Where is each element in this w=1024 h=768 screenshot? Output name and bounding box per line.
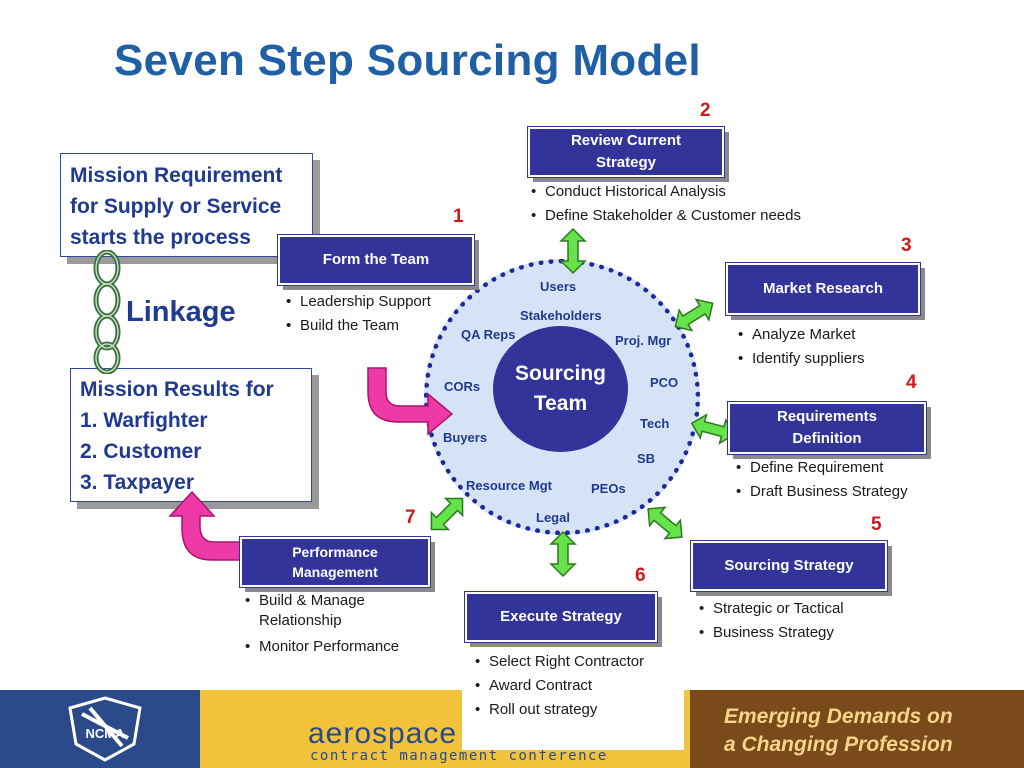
step-3-box: Market Research [725, 262, 921, 316]
team-member-legal: Legal [536, 510, 570, 525]
sourcing-team-hub: Sourcing Team [493, 326, 628, 452]
team-member-tech: Tech [640, 416, 670, 431]
mission-results-box: Mission Results for 1. Warfighter 2. Cus… [70, 368, 312, 502]
team-member-buyers: Buyers [443, 430, 488, 445]
team-member-peos: PEOs [591, 481, 626, 496]
team-member-pco: PCO [650, 375, 679, 390]
team-member-proj-mgr: Proj. Mgr [615, 333, 672, 348]
footer-brand: aerospace - [308, 717, 478, 750]
ncma-logo: NCMA [68, 696, 142, 762]
step-5-box: Sourcing Strategy [690, 540, 888, 592]
step-3-number: 3 [901, 235, 912, 256]
step-3-bullets: Analyze Market Identify suppliers [730, 323, 865, 371]
bullet-item: Leadership Support [278, 290, 431, 314]
step-4-bullets: Define Requirement Draft Business Strate… [728, 456, 908, 504]
step-7-bullets: Build & Manage Relationship Monitor Perf… [237, 591, 399, 659]
bullet-item: Strategic or Tactical [691, 597, 844, 621]
bullet-item: Analyze Market [730, 323, 865, 347]
footer-logo-panel [0, 690, 200, 768]
page-title: Seven Step Sourcing Model [114, 36, 701, 85]
step-6-box: Execute Strategy [464, 591, 658, 643]
bullet-item: Draft Business Strategy [728, 480, 908, 504]
bullet-item: Define Requirement [728, 456, 908, 480]
bullet-item: Build the Team [278, 314, 431, 338]
step-4-number: 4 [906, 372, 917, 393]
team-member-stakeholders: Stakeholders [520, 308, 602, 323]
team-member-cors: CORs [444, 379, 481, 394]
chain-links-icon [93, 250, 121, 374]
step-1-box: Form the Team [277, 234, 475, 286]
mission-requirement-box: Mission Requirement for Supply or Servic… [60, 153, 313, 257]
arrow-step-5 [639, 498, 691, 548]
pink-arrow-to-results [168, 490, 245, 561]
arrow-step-3 [668, 292, 720, 338]
step-2-number: 2 [700, 100, 711, 121]
bullet-item: Conduct Historical Analysis [523, 180, 801, 204]
step-5-number: 5 [871, 514, 882, 535]
step-1-number: 1 [453, 206, 464, 227]
team-member-resource-mgt: Resource Mgt [466, 478, 552, 493]
svg-text:NCMA: NCMA [86, 726, 126, 741]
arrow-step-7 [422, 489, 472, 539]
bullet-item: Define Stakeholder & Customer needs [523, 204, 801, 228]
team-member-sb: SB [637, 451, 656, 466]
step-7-number: 7 [405, 507, 416, 528]
step-2-box: Review Current Strategy [527, 126, 725, 178]
arrow-step-6 [550, 531, 576, 577]
step-6-number: 6 [635, 565, 646, 586]
team-member-users: Users [540, 279, 577, 294]
bullet-item: Select Right Contractor [467, 650, 644, 674]
step-2-bullets: Conduct Historical Analysis Define Stake… [523, 180, 801, 228]
step-6-bullets: Select Right Contractor Award Contract R… [467, 650, 644, 722]
step-7-box: Performance Management [239, 536, 431, 588]
bullet-item: Award Contract [467, 674, 644, 698]
step-5-bullets: Strategic or Tactical Business Strategy [691, 597, 844, 645]
pink-arrow-to-team [367, 367, 454, 436]
arrow-step-2 [560, 228, 586, 274]
linkage-label: Linkage [126, 296, 236, 328]
step-4-box: Requirements Definition [727, 401, 927, 455]
bullet-item: Identify suppliers [730, 347, 865, 371]
bullet-item: Build & Manage Relationship [237, 591, 399, 635]
footer-tagline: Emerging Demands on a Changing Professio… [724, 705, 953, 756]
bullet-item: Roll out strategy [467, 698, 644, 722]
step-1-bullets: Leadership Support Build the Team [278, 290, 431, 338]
bullet-item: Monitor Performance [237, 635, 399, 659]
footer-tagline-panel [690, 690, 1024, 768]
bullet-item: Business Strategy [691, 621, 844, 645]
team-member-qa-reps: QA Reps [461, 327, 516, 342]
footer-conference: contract management conference [310, 748, 608, 764]
